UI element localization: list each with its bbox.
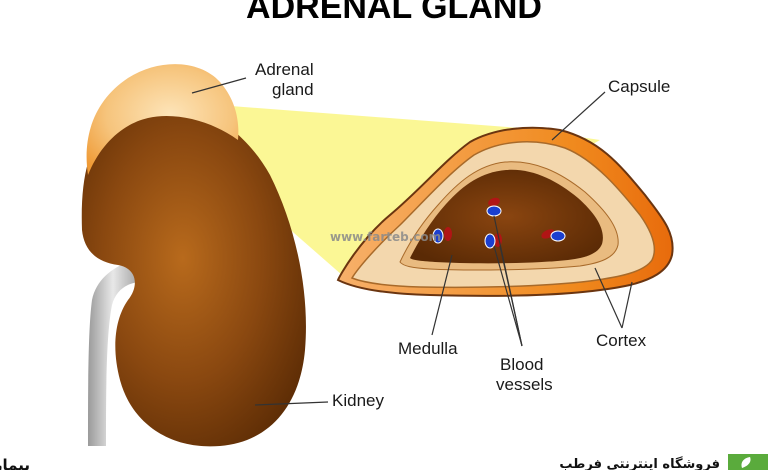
leader-cortex-1 — [594, 267, 623, 329]
footer-caption: بیماری های غده فوق کلیوی — [0, 456, 30, 470]
shop-logo-icon — [728, 454, 768, 470]
watermark-text: www.farteb.com — [330, 230, 441, 244]
vessel-red — [444, 227, 452, 241]
label-adrenal-gland-line1: Adrenal — [255, 60, 314, 79]
adrenal-gland-shape — [86, 64, 239, 175]
leader-capsule — [551, 91, 606, 141]
leader-medulla — [431, 254, 453, 336]
leader-blood-vessel-3 — [499, 245, 523, 347]
vessel-blue — [486, 205, 502, 217]
leader-adrenal-gland — [191, 77, 247, 94]
label-kidney: Kidney — [332, 391, 384, 410]
label-medulla: Medulla — [398, 339, 458, 358]
vessel-red — [488, 197, 500, 207]
blood-vessels — [432, 197, 566, 249]
label-cortex: Cortex — [596, 331, 647, 350]
label-blood-vessels-line1: Blood — [500, 355, 543, 374]
vessel-blue — [550, 230, 566, 242]
label-blood-vessels-line2: vessels — [496, 375, 553, 394]
diagram-title: ADRENAL GLAND — [246, 0, 542, 26]
label-adrenal-gland-line2: gland — [272, 80, 314, 99]
ureter — [88, 262, 138, 446]
leader-blood-vessel-2 — [493, 245, 523, 347]
kidney — [81, 104, 306, 447]
leader-cortex-2 — [621, 281, 633, 329]
label-capsule: Capsule — [608, 77, 670, 96]
shop-name: فروشگاه اینترنتی فرطب — [559, 456, 720, 470]
leader-kidney — [254, 401, 329, 406]
vessel-blue — [432, 228, 444, 244]
vessel-blue — [484, 233, 496, 249]
